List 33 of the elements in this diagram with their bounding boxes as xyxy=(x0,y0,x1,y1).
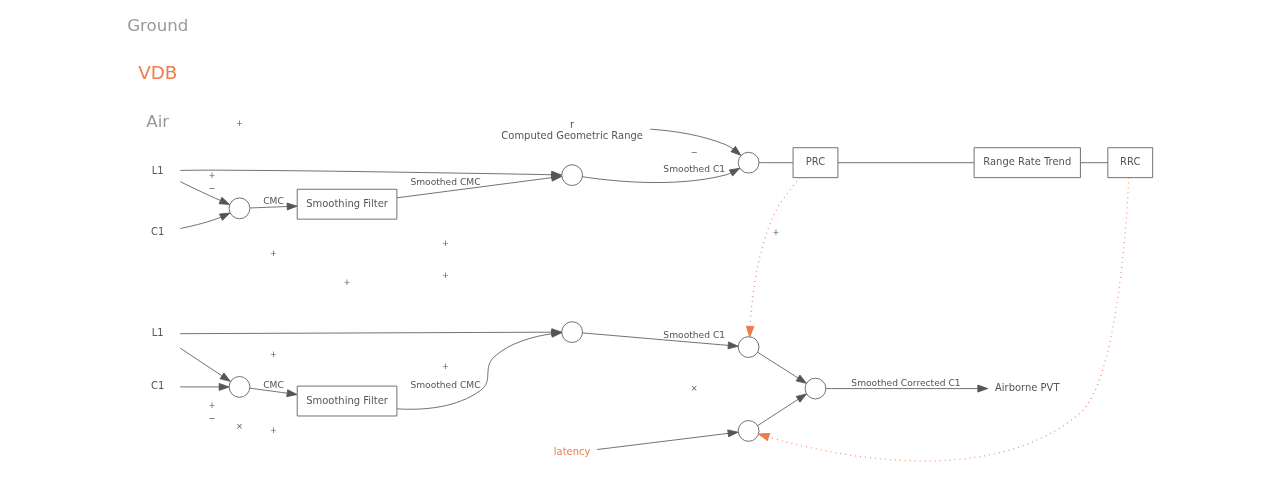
label: − xyxy=(208,413,216,424)
node-text: latency xyxy=(553,446,591,458)
label: + xyxy=(442,269,449,280)
edge-label: Smoothed C1 xyxy=(663,164,726,175)
edge-label: Smoothed C1 xyxy=(663,329,726,340)
node-text: r Computed Geometric Range xyxy=(501,119,643,142)
edge-label: Smoothed Corrected C1 xyxy=(851,377,961,388)
label: + xyxy=(270,348,278,359)
edge-label: CMC xyxy=(263,196,284,207)
edge-label: Smoothed CMC xyxy=(410,176,481,187)
label: Ground xyxy=(127,15,189,35)
edge-label: Smoothed CMC xyxy=(410,379,481,390)
label: Air xyxy=(146,111,170,131)
edge-label: CMC xyxy=(263,379,284,390)
label: VDB xyxy=(138,62,178,84)
label: × xyxy=(690,383,698,394)
label: + xyxy=(270,248,278,259)
label: − xyxy=(208,183,216,194)
label: + xyxy=(270,425,278,436)
label: + xyxy=(208,400,216,411)
label: + xyxy=(442,238,449,249)
label: − xyxy=(690,146,698,157)
node-text: L1 xyxy=(151,327,164,339)
node-text: C1 xyxy=(151,380,165,392)
label: + xyxy=(442,361,449,372)
label: + xyxy=(343,277,351,288)
node-text: L1 xyxy=(151,164,164,176)
label: × xyxy=(236,420,243,431)
label: + xyxy=(772,226,780,237)
node-text: Airborne PVT xyxy=(995,382,1060,394)
label: + xyxy=(208,170,216,181)
label: + xyxy=(236,117,243,128)
node-text: C1 xyxy=(151,226,165,238)
